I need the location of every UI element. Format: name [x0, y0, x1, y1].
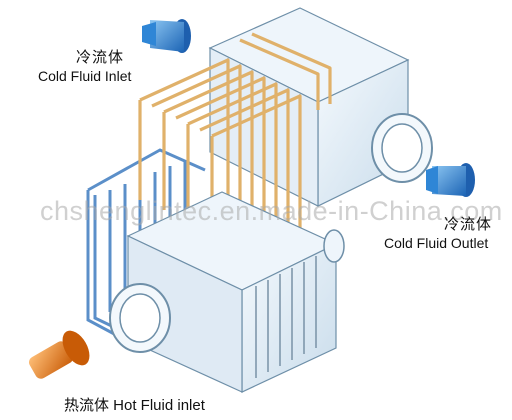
cold-outlet-label-cn: 冷流体	[444, 215, 493, 233]
upper-exchanger-module	[208, 7, 433, 207]
cold-inlet-arrow-icon	[142, 19, 191, 53]
cold-inlet-label-en: Cold Fluid Inlet	[38, 68, 132, 84]
hot-fluid-pipes	[138, 32, 332, 266]
lower-exchanger-module	[109, 191, 345, 393]
cold-outlet-label-en: Cold Fluid Outlet	[384, 235, 489, 251]
hot-inlet-label: 热流体 Hot Fluid inlet	[64, 397, 205, 414]
hot-inlet-arrow-icon	[29, 330, 90, 379]
watermark: chshenglintec.en.made-in-China.com	[40, 196, 503, 226]
cold-inlet-label-cn: 冷流体	[76, 48, 125, 66]
cold-outlet-arrow-icon	[426, 163, 475, 197]
